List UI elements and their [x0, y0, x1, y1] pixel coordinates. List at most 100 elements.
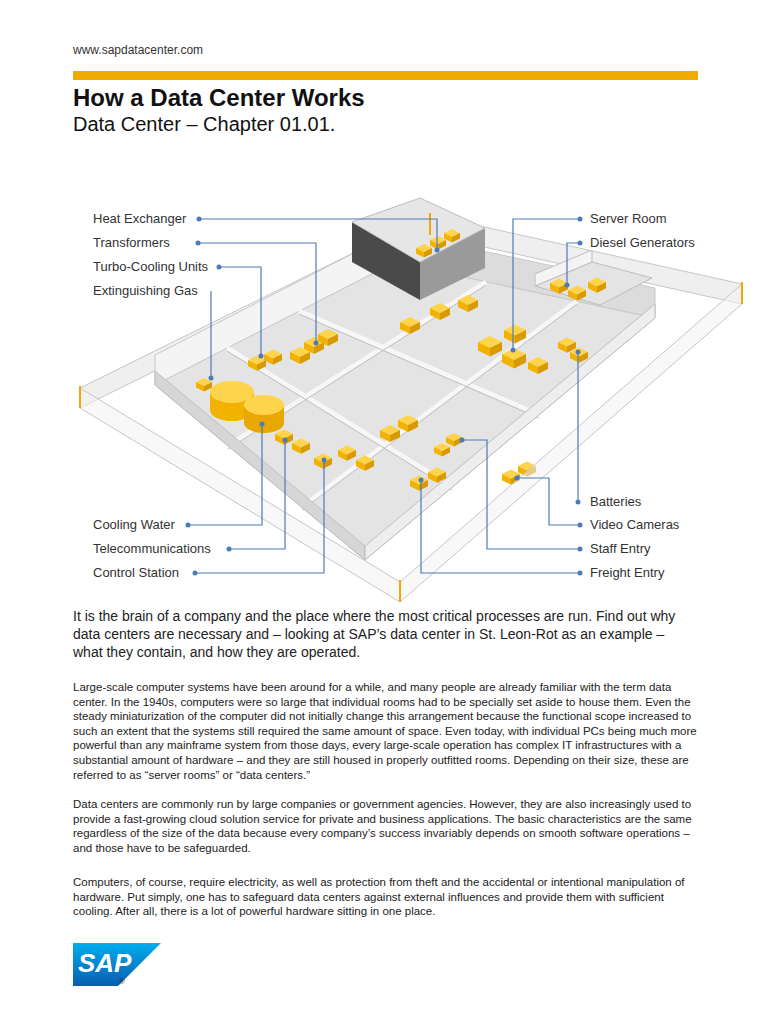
equipment-box — [248, 356, 266, 371]
equipment-box — [570, 348, 588, 363]
equipment-box — [502, 348, 526, 368]
leader-dot — [515, 476, 520, 481]
equipment-box — [430, 303, 450, 320]
equipment-box — [416, 244, 432, 258]
leader-dot — [197, 217, 202, 222]
leader-dot — [322, 458, 327, 463]
leader-line — [195, 460, 324, 573]
server-block — [352, 198, 485, 300]
leader-dot — [259, 354, 264, 359]
leader-line — [198, 243, 316, 343]
tank — [244, 395, 284, 415]
equipment-box — [314, 454, 332, 469]
fence-front — [80, 284, 742, 602]
leader-line — [219, 267, 261, 356]
leader-dots — [186, 217, 583, 576]
equipment-box — [410, 476, 428, 491]
leader-dot — [419, 478, 424, 483]
callout-label: Staff Entry — [590, 541, 650, 557]
fence-post — [399, 580, 401, 602]
leader-line — [577, 352, 578, 502]
callout-label: Video Cameras — [590, 517, 679, 533]
equipment-box — [434, 443, 450, 457]
equipment-box — [275, 430, 293, 445]
tank — [244, 413, 284, 433]
callout-label: Extinguishing Gas — [93, 283, 198, 299]
interior-wall — [228, 285, 486, 449]
equipment-box — [292, 439, 310, 454]
equipment-box — [338, 446, 356, 461]
equipment-box — [400, 317, 420, 334]
leader-dot — [576, 350, 581, 355]
callout-label: Server Room — [590, 211, 667, 227]
callout-label: Telecommunications — [93, 541, 211, 557]
body-paragraph: Computers, of course, require electricit… — [73, 875, 697, 919]
fence-panel — [400, 284, 742, 602]
building-floor — [155, 262, 655, 560]
sap-logo — [73, 943, 161, 986]
leader-dot — [578, 217, 583, 222]
logo-text: SAP — [78, 948, 131, 978]
interior-wall — [228, 282, 486, 446]
fence-panel — [80, 388, 400, 602]
equipment-box — [588, 278, 606, 293]
page-title: How a Data Center Works — [73, 84, 365, 112]
leader-lines — [188, 219, 580, 573]
leader-line — [517, 478, 580, 525]
callout-label: Diesel Generators — [590, 235, 695, 251]
equipment-box — [318, 329, 338, 346]
body-paragraph: Data centers are commonly run by large c… — [73, 797, 697, 855]
leader-line — [199, 219, 437, 250]
leader-dot — [578, 523, 583, 528]
equipment-box — [444, 229, 460, 243]
callout-label: Heat Exchanger — [93, 211, 186, 227]
leader-dot — [196, 241, 201, 246]
site-url: www.sapdatacenter.com — [73, 43, 203, 57]
leader-dot — [260, 422, 265, 427]
callout-label: Freight Entry — [590, 565, 664, 581]
callout-label: Cooling Water — [93, 517, 175, 533]
leader-dot — [578, 241, 583, 246]
equipment-box — [568, 286, 586, 301]
equipment-box — [356, 456, 374, 471]
header-bar — [73, 71, 698, 80]
callout-label: Batteries — [590, 494, 641, 510]
leader-dot — [193, 571, 198, 576]
leader-dot — [578, 547, 583, 552]
block-roof — [352, 198, 485, 262]
equipment-box — [290, 347, 310, 364]
leader-dot — [217, 265, 222, 270]
leader-dot — [511, 348, 516, 353]
equipment — [196, 229, 606, 491]
fence-post — [79, 386, 81, 408]
equipment-box — [478, 336, 502, 356]
leader-line — [421, 480, 580, 573]
interior-wall — [299, 311, 539, 415]
interior-wall — [299, 314, 539, 418]
leader-dot — [283, 438, 288, 443]
intro-paragraph: It is the brain of a company and the pla… — [73, 607, 697, 661]
leader-dot — [314, 341, 319, 346]
leader-dot — [209, 376, 214, 381]
registered-mark: ® — [119, 977, 125, 987]
fence-post — [429, 213, 431, 235]
leader-line — [513, 219, 580, 350]
annex-wall — [535, 250, 592, 286]
building — [155, 198, 655, 560]
leader-line — [188, 424, 262, 525]
leader-dot — [565, 283, 570, 288]
leader-dot — [576, 500, 581, 505]
leader-line — [462, 440, 580, 549]
equipment-box — [380, 425, 400, 442]
fence-post — [741, 282, 743, 304]
equipment-box — [458, 295, 478, 312]
leader-line — [210, 291, 211, 378]
leader-dot — [227, 547, 232, 552]
leader-line — [567, 243, 580, 285]
callout-label: Transformers — [93, 235, 170, 251]
page-subtitle: Data Center – Chapter 01.01. — [73, 112, 335, 136]
equipment-box — [264, 350, 282, 365]
callout-label: Turbo-Cooling Units — [93, 259, 208, 275]
leader-dot — [578, 571, 583, 576]
